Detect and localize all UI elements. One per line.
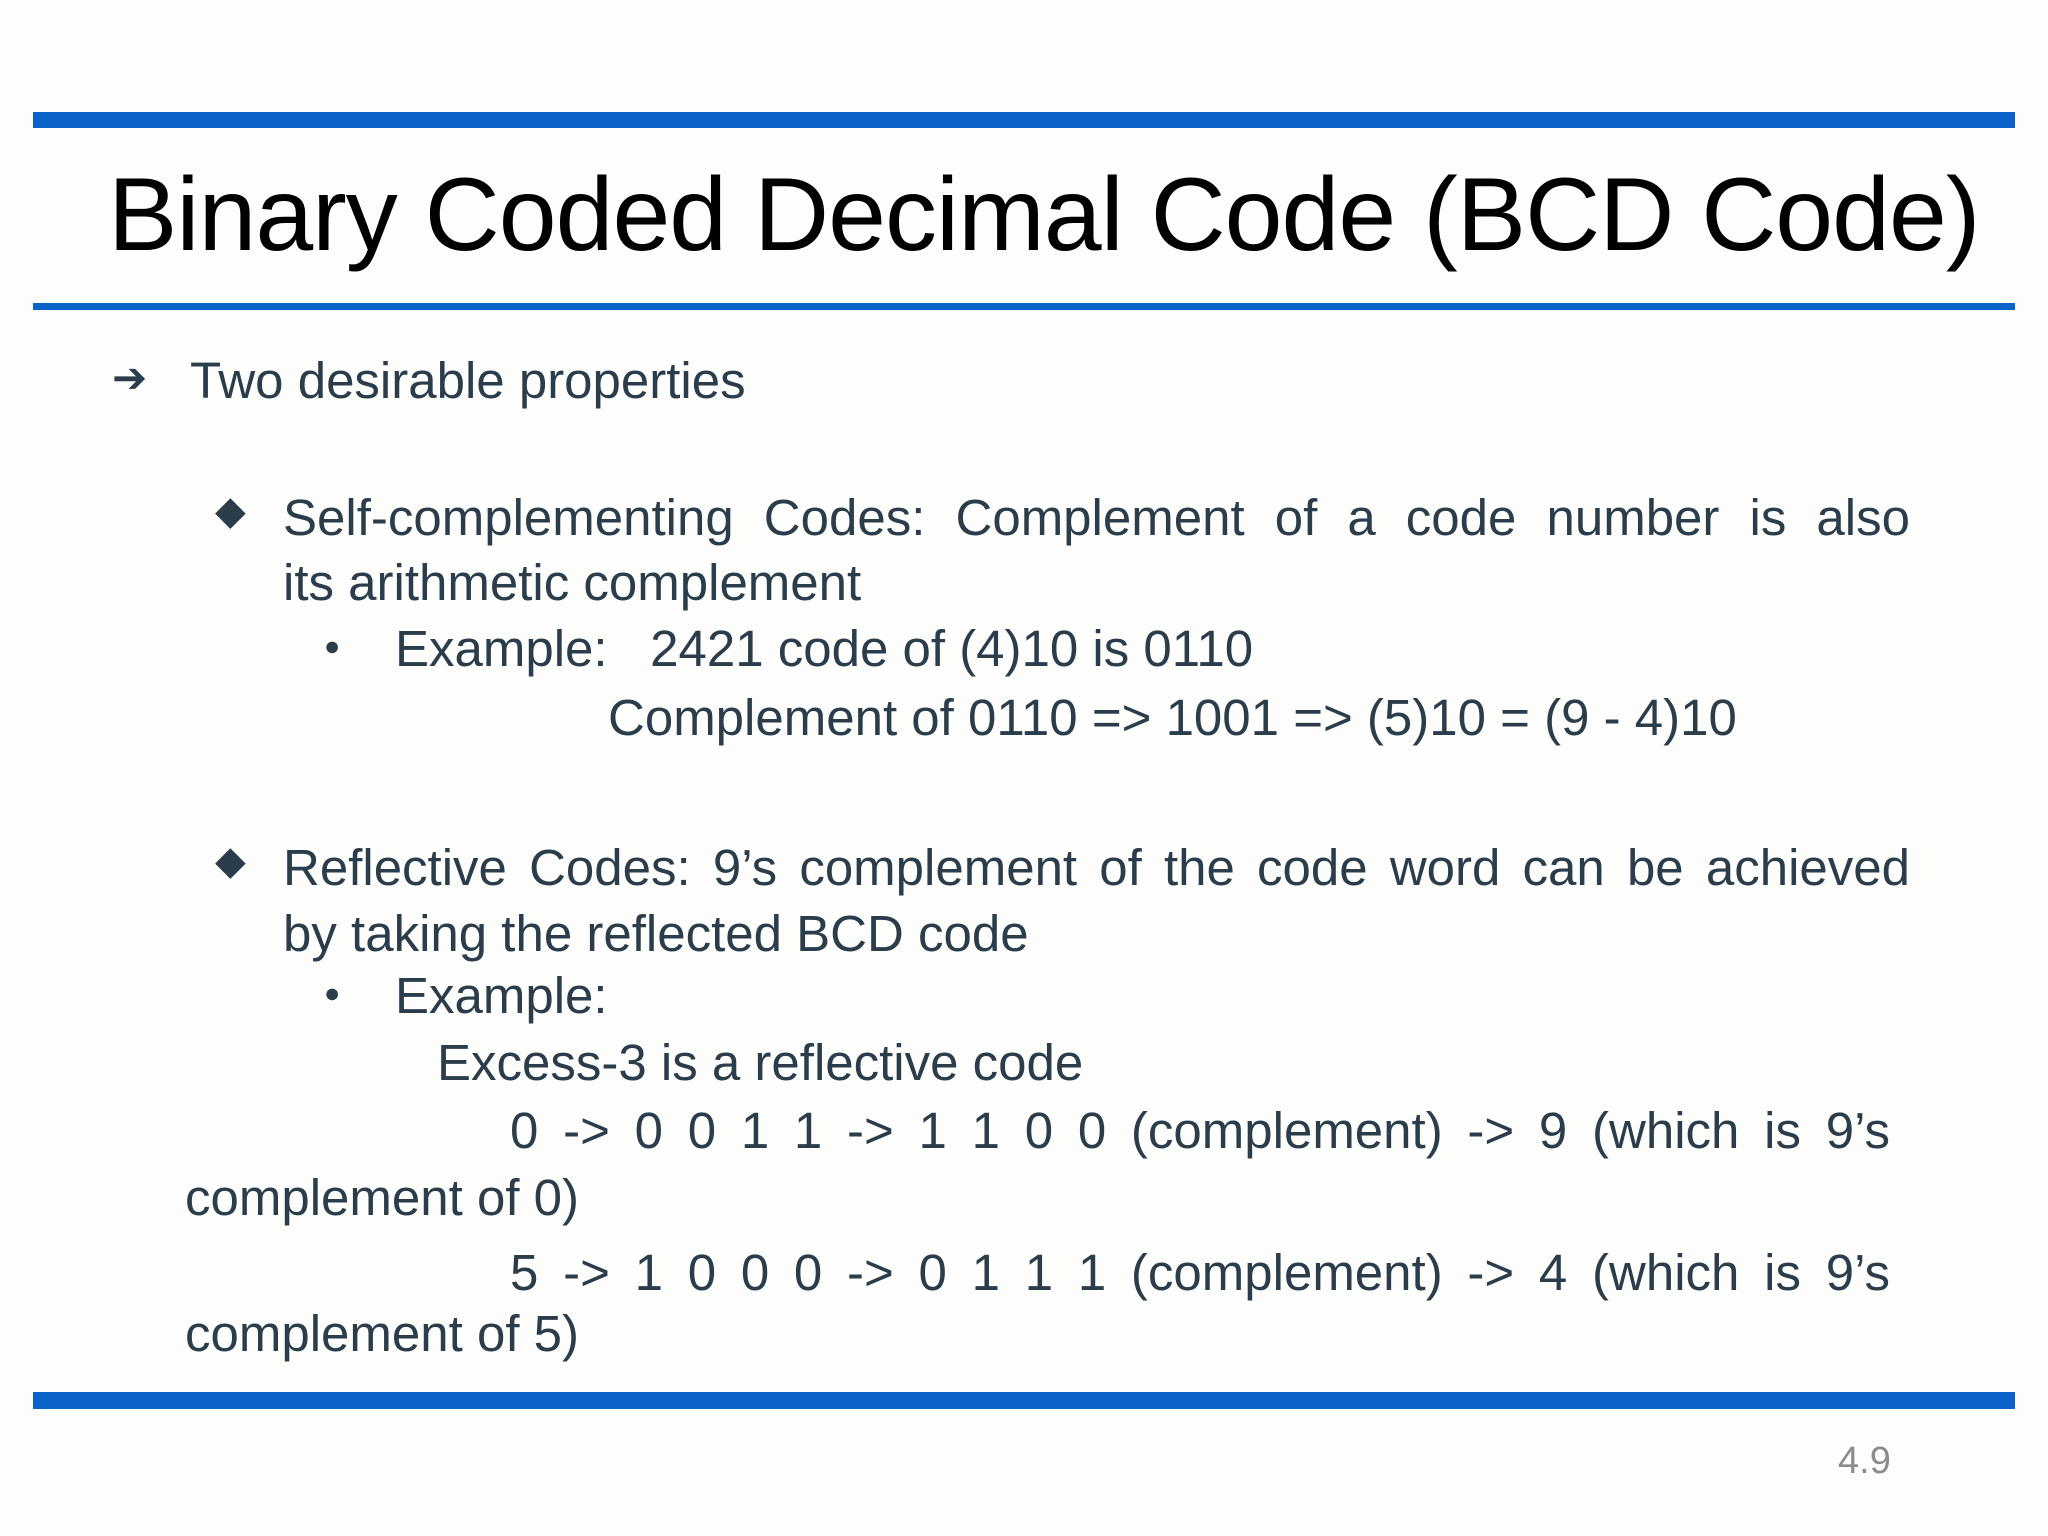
reflective-case0-line1: 0 -> 0 0 1 1 -> 1 1 0 0 (complement) -> …: [510, 1102, 1890, 1159]
self-complementing-line1: Self-complementing Codes: Complement of …: [283, 489, 1910, 546]
self-complementing-complement: Complement of 0110 => 1001 => (5)10 = (9…: [608, 689, 1737, 746]
top-accent-bar: [33, 112, 2015, 128]
dot-bullet-icon: ●: [324, 978, 341, 1008]
reflective-line2: by taking the reflected BCD code: [283, 905, 1029, 962]
arrow-bullet-icon: ➔: [112, 354, 148, 401]
bottom-accent-bar: [33, 1392, 2015, 1409]
reflective-excess: Excess-3 is a reflective code: [437, 1034, 1084, 1091]
heading-two-desirable-properties: Two desirable properties: [190, 352, 746, 409]
reflective-case5-line2: complement of 5): [185, 1305, 580, 1362]
reflective-example: Example:: [395, 967, 608, 1024]
slide-title: Binary Coded Decimal Code (BCD Code): [108, 157, 1980, 273]
page-number: 4.9: [1838, 1440, 1891, 1482]
self-complementing-line2: its arithmetic complement: [283, 554, 862, 611]
diamond-bullet-icon: ◆: [215, 839, 246, 883]
dot-bullet-icon: ●: [324, 631, 341, 661]
title-underline: [33, 303, 2015, 310]
reflective-case0-line2: complement of 0): [185, 1169, 580, 1226]
self-complementing-example: Example: 2421 code of (4)10 is 0110: [395, 620, 1254, 677]
reflective-case5-line1: 5 -> 1 0 0 0 -> 0 1 1 1 (complement) -> …: [510, 1244, 1890, 1301]
diamond-bullet-icon: ◆: [215, 489, 246, 533]
reflective-line1: Reflective Codes: 9’s complement of the …: [283, 839, 1910, 896]
